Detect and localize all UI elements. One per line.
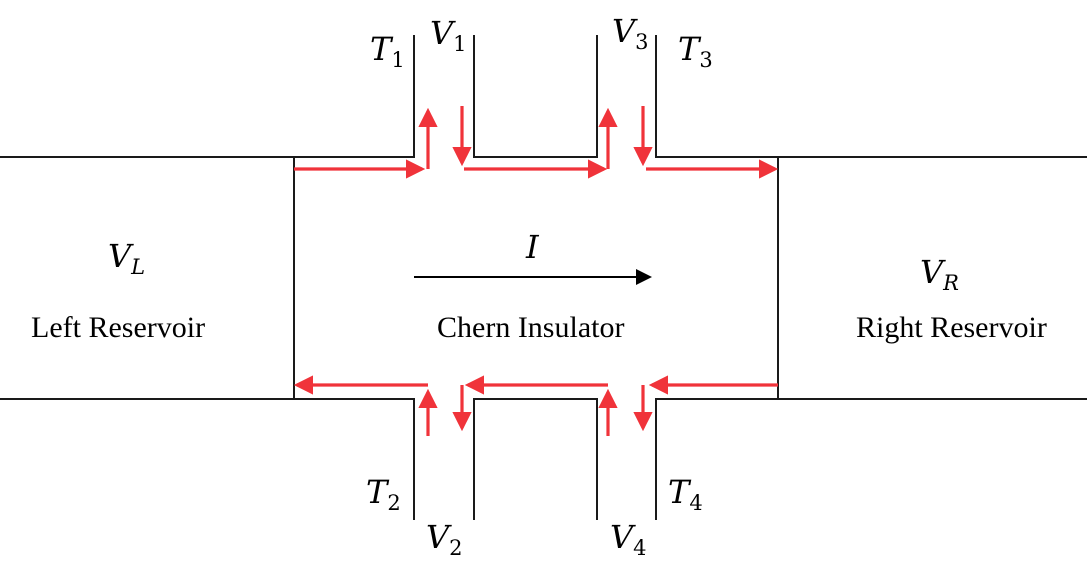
right-reservoir-label: Right Reservoir <box>856 311 1047 344</box>
terminal-t3-label: T3 <box>678 30 713 72</box>
terminal-v4-label: V4 <box>610 518 646 560</box>
right-voltage-label: VR <box>920 253 959 295</box>
left-reservoir-label: Left Reservoir <box>31 311 205 344</box>
bottom-outline <box>0 398 1087 520</box>
top-outline <box>0 35 1087 158</box>
terminal-t4-label: T4 <box>668 473 703 515</box>
device-outline <box>0 35 1087 520</box>
terminal-v3-label: V3 <box>612 12 648 54</box>
terminal-t1-label: T1 <box>370 30 405 72</box>
left-voltage-label: VL <box>108 237 145 279</box>
terminal-v1-label: V1 <box>430 14 466 56</box>
chern-insulator-label: Chern Insulator <box>437 311 624 344</box>
current-symbol: I <box>525 228 540 266</box>
terminal-t2-label: T2 <box>366 473 401 515</box>
edge-states <box>293 106 779 436</box>
terminal-v2-label: V2 <box>426 518 462 560</box>
